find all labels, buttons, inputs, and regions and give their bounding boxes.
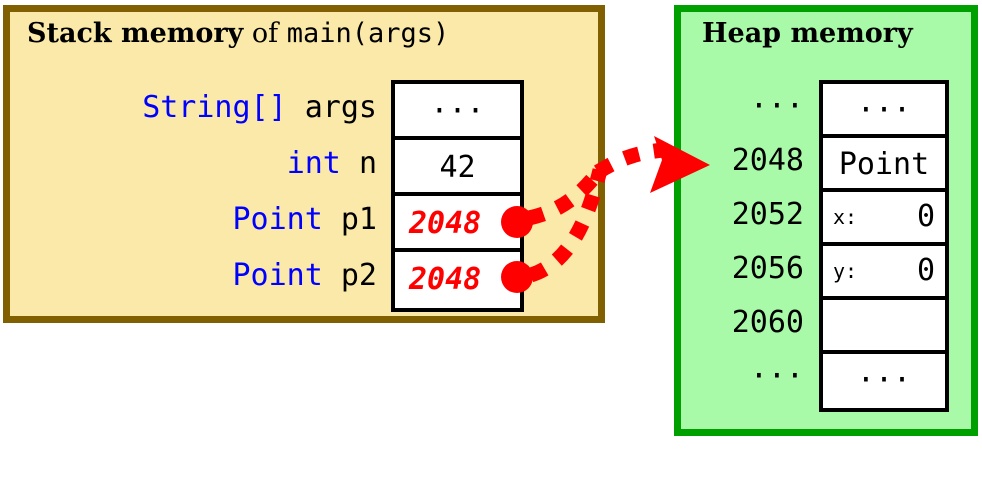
stack-slot-type-p2: Point (232, 258, 323, 293)
stack-slot-type-args: String[] (142, 90, 287, 125)
heap-cell-empty (823, 300, 945, 354)
pointer-arrow-shaft (593, 142, 665, 179)
stack-cell-args: ··· (395, 84, 520, 140)
heap-field-x-value: 0 (916, 199, 935, 234)
stack-memory-cells: ··· 42 2048 2048 (391, 80, 524, 312)
heap-address-2056: 2056 (731, 251, 804, 286)
heap-cell-object-type-value: Point (838, 147, 930, 182)
stack-title-bold: Stack memory (27, 18, 244, 49)
heap-memory-title: Heap memory (702, 18, 913, 49)
heap-field-y-name: y: (833, 259, 858, 283)
heap-address-ellipsis-top: ··· (749, 89, 804, 124)
heap-cell-ellipsis-top: ··· (823, 84, 945, 138)
heap-cell-field-x: x: 0 (823, 192, 945, 246)
stack-slot-type-n: int (286, 146, 341, 181)
stack-slot-name-n: n (358, 146, 377, 181)
stack-title-connector: of (243, 18, 287, 49)
stack-slot-label-p2: Point p2 (20, 248, 385, 304)
stack-cell-args-value: ··· (430, 94, 485, 129)
heap-cell-object-type: Point (823, 138, 945, 192)
stack-cell-p1-value: 2048 (409, 206, 482, 241)
heap-cell-ellipsis-bottom-value: ··· (856, 363, 912, 398)
heap-cell-ellipsis-top-value: ··· (856, 93, 912, 128)
stack-title-method: main(args) (286, 18, 450, 49)
stack-cell-n-value: 42 (439, 150, 476, 185)
stack-memory-title: Stack memory of main(args) (27, 20, 449, 47)
stack-cell-n: 42 (395, 140, 520, 196)
heap-field-y-value: 0 (916, 253, 935, 288)
stack-slot-name-args: args (304, 90, 377, 125)
heap-address-2060: 2060 (731, 305, 804, 340)
stack-slot-label-args: String[] args (20, 80, 385, 136)
stack-slot-label-n: int n (20, 136, 385, 192)
stack-slot-type-p1: Point (232, 202, 323, 237)
stack-slot-label-p1: Point p1 (20, 192, 385, 248)
stack-slot-name-p1: p1 (340, 202, 377, 237)
heap-cell-field-y: y: 0 (823, 246, 945, 300)
heap-address-column: ··· 2048 2052 2056 2060 ··· (690, 80, 812, 404)
stack-cell-p2-value: 2048 (409, 262, 482, 297)
stack-cell-p1: 2048 (395, 196, 520, 252)
stack-cell-p2: 2048 (395, 252, 520, 308)
stack-slot-labels: String[] args int n Point p1 Point p2 (20, 80, 385, 304)
heap-memory-cells: ··· Point x: 0 y: 0 ··· (819, 80, 949, 412)
heap-address-2052: 2052 (731, 197, 804, 232)
heap-address-ellipsis-bottom: ··· (749, 359, 804, 394)
heap-address-2048: 2048 (731, 143, 804, 178)
stack-slot-name-p2: p2 (340, 258, 377, 293)
heap-field-x-name: x: (833, 205, 858, 229)
heap-cell-ellipsis-bottom: ··· (823, 354, 945, 408)
